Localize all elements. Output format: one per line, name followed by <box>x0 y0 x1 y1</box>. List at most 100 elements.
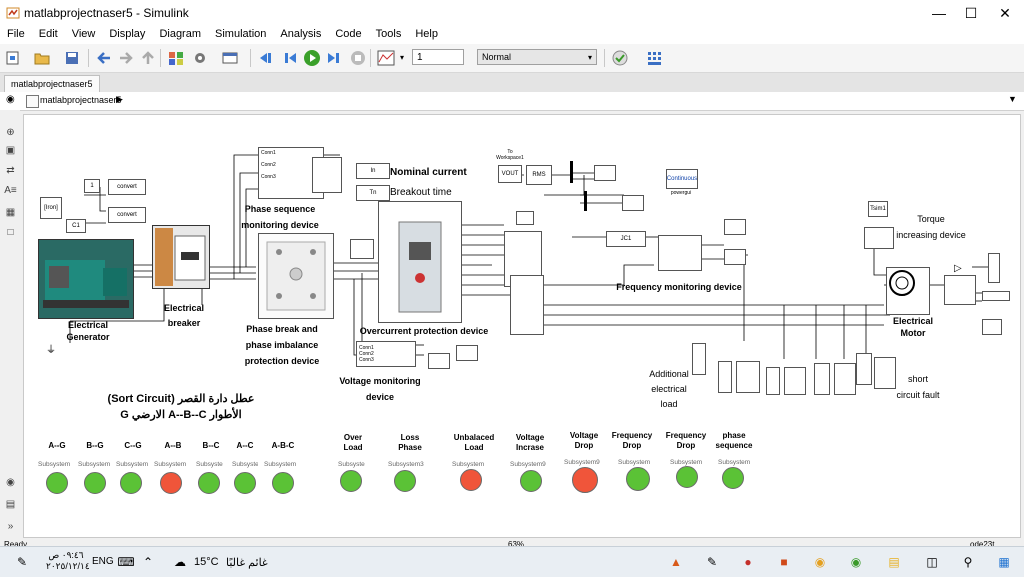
menu-file[interactable]: File <box>7 28 25 40</box>
model-explorer-icon[interactable] <box>220 48 240 68</box>
chevron-down-icon[interactable]: ▼ <box>1008 94 1017 104</box>
scope-block-4[interactable] <box>456 345 478 361</box>
fault-switch-4[interactable] <box>856 353 872 385</box>
fault-breaker-2[interactable] <box>784 367 806 395</box>
status-indicator-2[interactable] <box>84 472 106 494</box>
status-indicator-11[interactable] <box>520 470 542 492</box>
status-indicator-12[interactable] <box>572 467 598 493</box>
status-indicator-7[interactable] <box>272 472 294 494</box>
library-browser-icon[interactable] <box>166 48 186 68</box>
stop-icon[interactable] <box>348 48 368 68</box>
open-folder-icon[interactable] <box>32 48 52 68</box>
status-indicator-15[interactable] <box>722 467 744 489</box>
frequency-monitor-block[interactable] <box>658 235 702 271</box>
grid-icon[interactable] <box>644 48 664 68</box>
scope-block-2[interactable] <box>516 211 534 225</box>
fault-switch-3[interactable] <box>814 363 830 395</box>
breaker-image[interactable] <box>152 225 210 289</box>
editor-taskbar-icon[interactable]: ✎ <box>706 555 718 569</box>
chrome-taskbar-icon-2[interactable]: ◉ <box>850 555 862 569</box>
annotation-icon[interactable]: A≡ <box>4 185 17 196</box>
step-back-icon[interactable] <box>256 48 276 68</box>
menu-edit[interactable]: Edit <box>38 28 58 40</box>
jc1-block[interactable]: JC1 <box>606 231 646 247</box>
app-p-taskbar-icon[interactable]: ● <box>744 555 752 569</box>
status-indicator-5[interactable] <box>198 472 220 494</box>
back-arrow-icon[interactable] <box>94 48 114 68</box>
model-canvas[interactable]: Electrical Generator ⏚ Electrical breake… <box>23 114 1021 538</box>
run-icon[interactable] <box>302 48 322 68</box>
tab-model[interactable]: matlabprojectnaser5 <box>4 75 100 93</box>
weather-icon[interactable]: ☁ <box>174 555 186 569</box>
language-indicator[interactable]: ENG <box>92 556 114 567</box>
simulation-mode-select[interactable]: Normal▾ <box>477 49 597 65</box>
save-icon[interactable] <box>62 48 82 68</box>
fault-breaker-3[interactable] <box>834 363 856 395</box>
fault-breaker-1[interactable] <box>736 361 760 393</box>
chevron-up-icon[interactable]: ⌃ <box>142 555 154 569</box>
arrows-icon[interactable]: ⇄ <box>6 165 15 176</box>
scope-dropdown-icon[interactable]: ▾ <box>400 53 405 62</box>
image-icon[interactable]: ▦ <box>5 207 16 218</box>
torque-block[interactable] <box>864 227 894 249</box>
keyboard-icon[interactable]: ⌨ <box>117 555 135 569</box>
constant-block[interactable]: 1 <box>84 179 100 193</box>
breakout-time-block[interactable]: Tn <box>356 185 390 201</box>
nominal-current-block[interactable]: In <box>356 163 390 179</box>
powergui-block[interactable]: Continuous <box>666 169 698 189</box>
status-indicator-9[interactable] <box>394 470 416 492</box>
menu-diagram[interactable]: Diagram <box>159 28 202 40</box>
scope-block-6[interactable] <box>622 195 644 211</box>
camera-icon[interactable]: ◉ <box>6 477 15 488</box>
fit-view-icon[interactable]: ▣ <box>5 145 16 156</box>
motor-block[interactable] <box>886 267 930 315</box>
start-windows-icon[interactable]: ▦ <box>998 555 1010 569</box>
status-indicator-4[interactable] <box>160 472 182 494</box>
phase-break-device-image[interactable] <box>258 233 334 319</box>
scope-block-7[interactable] <box>724 219 746 235</box>
model-advisor-icon[interactable] <box>610 48 630 68</box>
menu-tools[interactable]: Tools <box>375 28 402 40</box>
minimize-button[interactable]: — <box>932 5 946 21</box>
display-block-2[interactable] <box>982 291 1010 301</box>
fault-breaker-4[interactable] <box>874 357 896 389</box>
menu-simulation[interactable]: Simulation <box>215 28 267 40</box>
hide-browser-icon[interactable]: ◉ <box>6 94 15 105</box>
matlab-taskbar-icon[interactable]: ▲ <box>670 555 682 569</box>
powerpoint-taskbar-icon[interactable]: ■ <box>780 555 788 569</box>
menu-analysis[interactable]: Analysis <box>280 28 322 40</box>
maximize-button[interactable]: ☐ <box>964 4 978 21</box>
status-indicator-1[interactable] <box>46 472 68 494</box>
menu-code[interactable]: Code <box>335 28 362 40</box>
forward-arrow-icon[interactable] <box>116 48 136 68</box>
status-indicator-3[interactable] <box>120 472 142 494</box>
c1-block[interactable]: C1 <box>66 219 86 233</box>
up-arrow-icon[interactable] <box>138 48 158 68</box>
display-block-1[interactable] <box>988 253 1000 283</box>
status-indicator-8[interactable] <box>340 470 362 492</box>
new-model-icon[interactable] <box>3 48 23 68</box>
notification-icon[interactable]: ✎ <box>16 555 28 569</box>
menu-display[interactable]: Display <box>109 28 146 40</box>
step-forward-icon[interactable] <box>324 48 344 68</box>
fault-switch-1[interactable] <box>718 361 732 393</box>
settings-gear-icon[interactable] <box>190 48 210 68</box>
scope-icon[interactable] <box>376 48 396 68</box>
search-icon[interactable]: ⚲ <box>963 555 973 569</box>
breadcrumb-label[interactable]: matlabprojectnaser5 <box>40 95 122 105</box>
status-indicator-6[interactable] <box>234 472 256 494</box>
convert-block-2[interactable]: convert <box>108 207 146 223</box>
area-icon[interactable]: □ <box>7 227 14 238</box>
vout-block[interactable]: VOUT <box>498 165 522 183</box>
fault-switch-2[interactable] <box>766 367 780 395</box>
mux-bar-2[interactable] <box>584 191 587 211</box>
phase-sequence-output-block[interactable] <box>312 157 342 193</box>
scope-block-9[interactable] <box>982 319 1002 335</box>
scope-block-8[interactable] <box>724 249 746 265</box>
expand-icon[interactable]: » <box>7 521 14 532</box>
menu-help[interactable]: Help <box>415 28 438 40</box>
overcurrent-device-image[interactable] <box>378 201 462 323</box>
chrome-taskbar-icon-1[interactable]: ◉ <box>814 555 826 569</box>
source-block[interactable]: [Iron] <box>40 197 62 219</box>
